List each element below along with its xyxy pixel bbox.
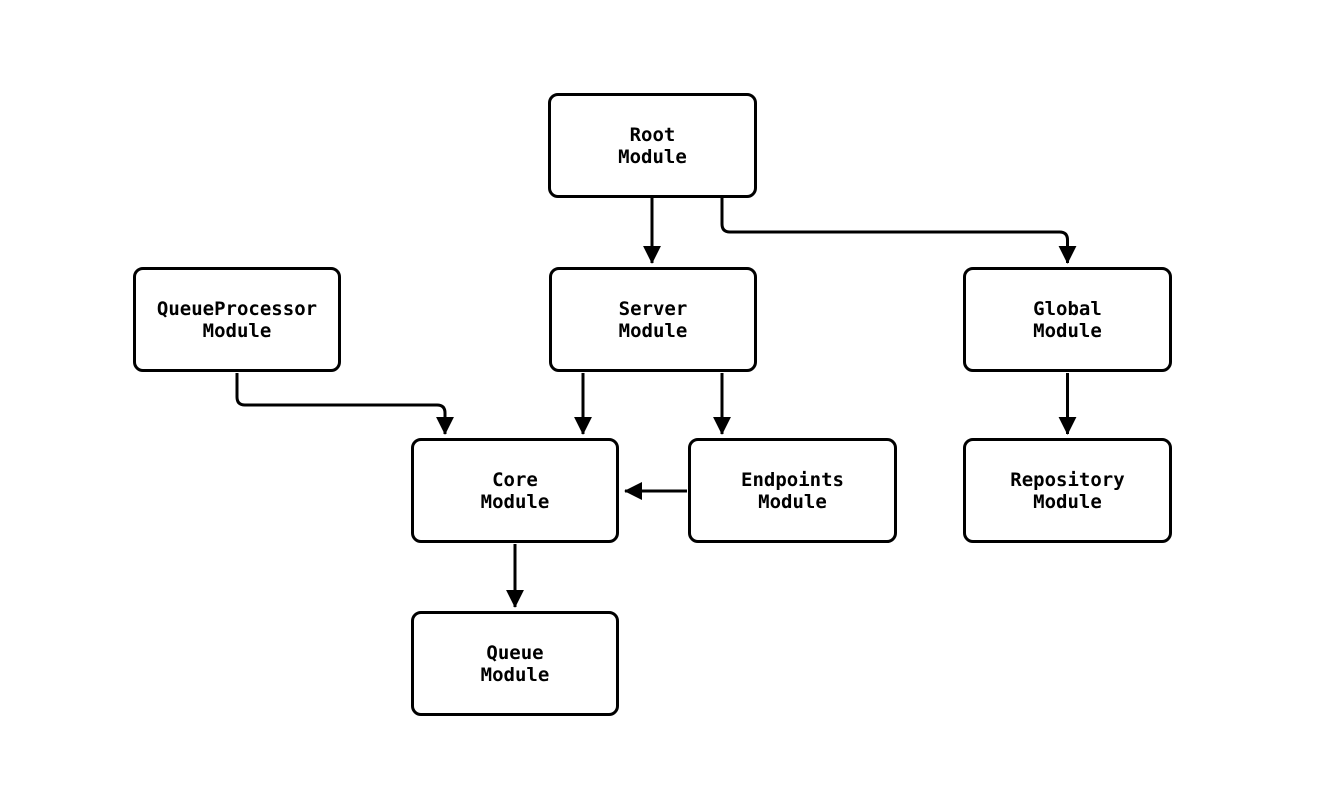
node-root-label-line: Root [629,123,676,146]
node-global-label-line: Global [1033,297,1102,320]
node-repository-label-line: Repository [1010,468,1125,491]
edge-root-to-global [720,198,1077,264]
node-core-label-line: Module [480,490,550,513]
edge-queueprocessor-to-core [235,373,454,435]
node-endpoints-label-line: Endpoints [741,468,844,491]
node-root-label-line: Module [618,145,687,168]
node-queue-label-line: Queue [486,641,544,664]
node-queue-label-line: Module [480,663,550,686]
node-repository-label-line: Module [1033,490,1102,513]
node-global-label-line: Module [1033,319,1102,342]
node-endpoints-label-line: Module [758,490,827,513]
node-core-label-line: Core [492,468,538,491]
edges-group [235,198,1077,608]
node-server-label-line: Module [618,319,688,342]
node-queueprocessor-label-line: Module [202,319,272,342]
node-queueprocessor-label-line: QueueProcessor [156,297,318,320]
node-server-label-line: Server [618,297,688,320]
